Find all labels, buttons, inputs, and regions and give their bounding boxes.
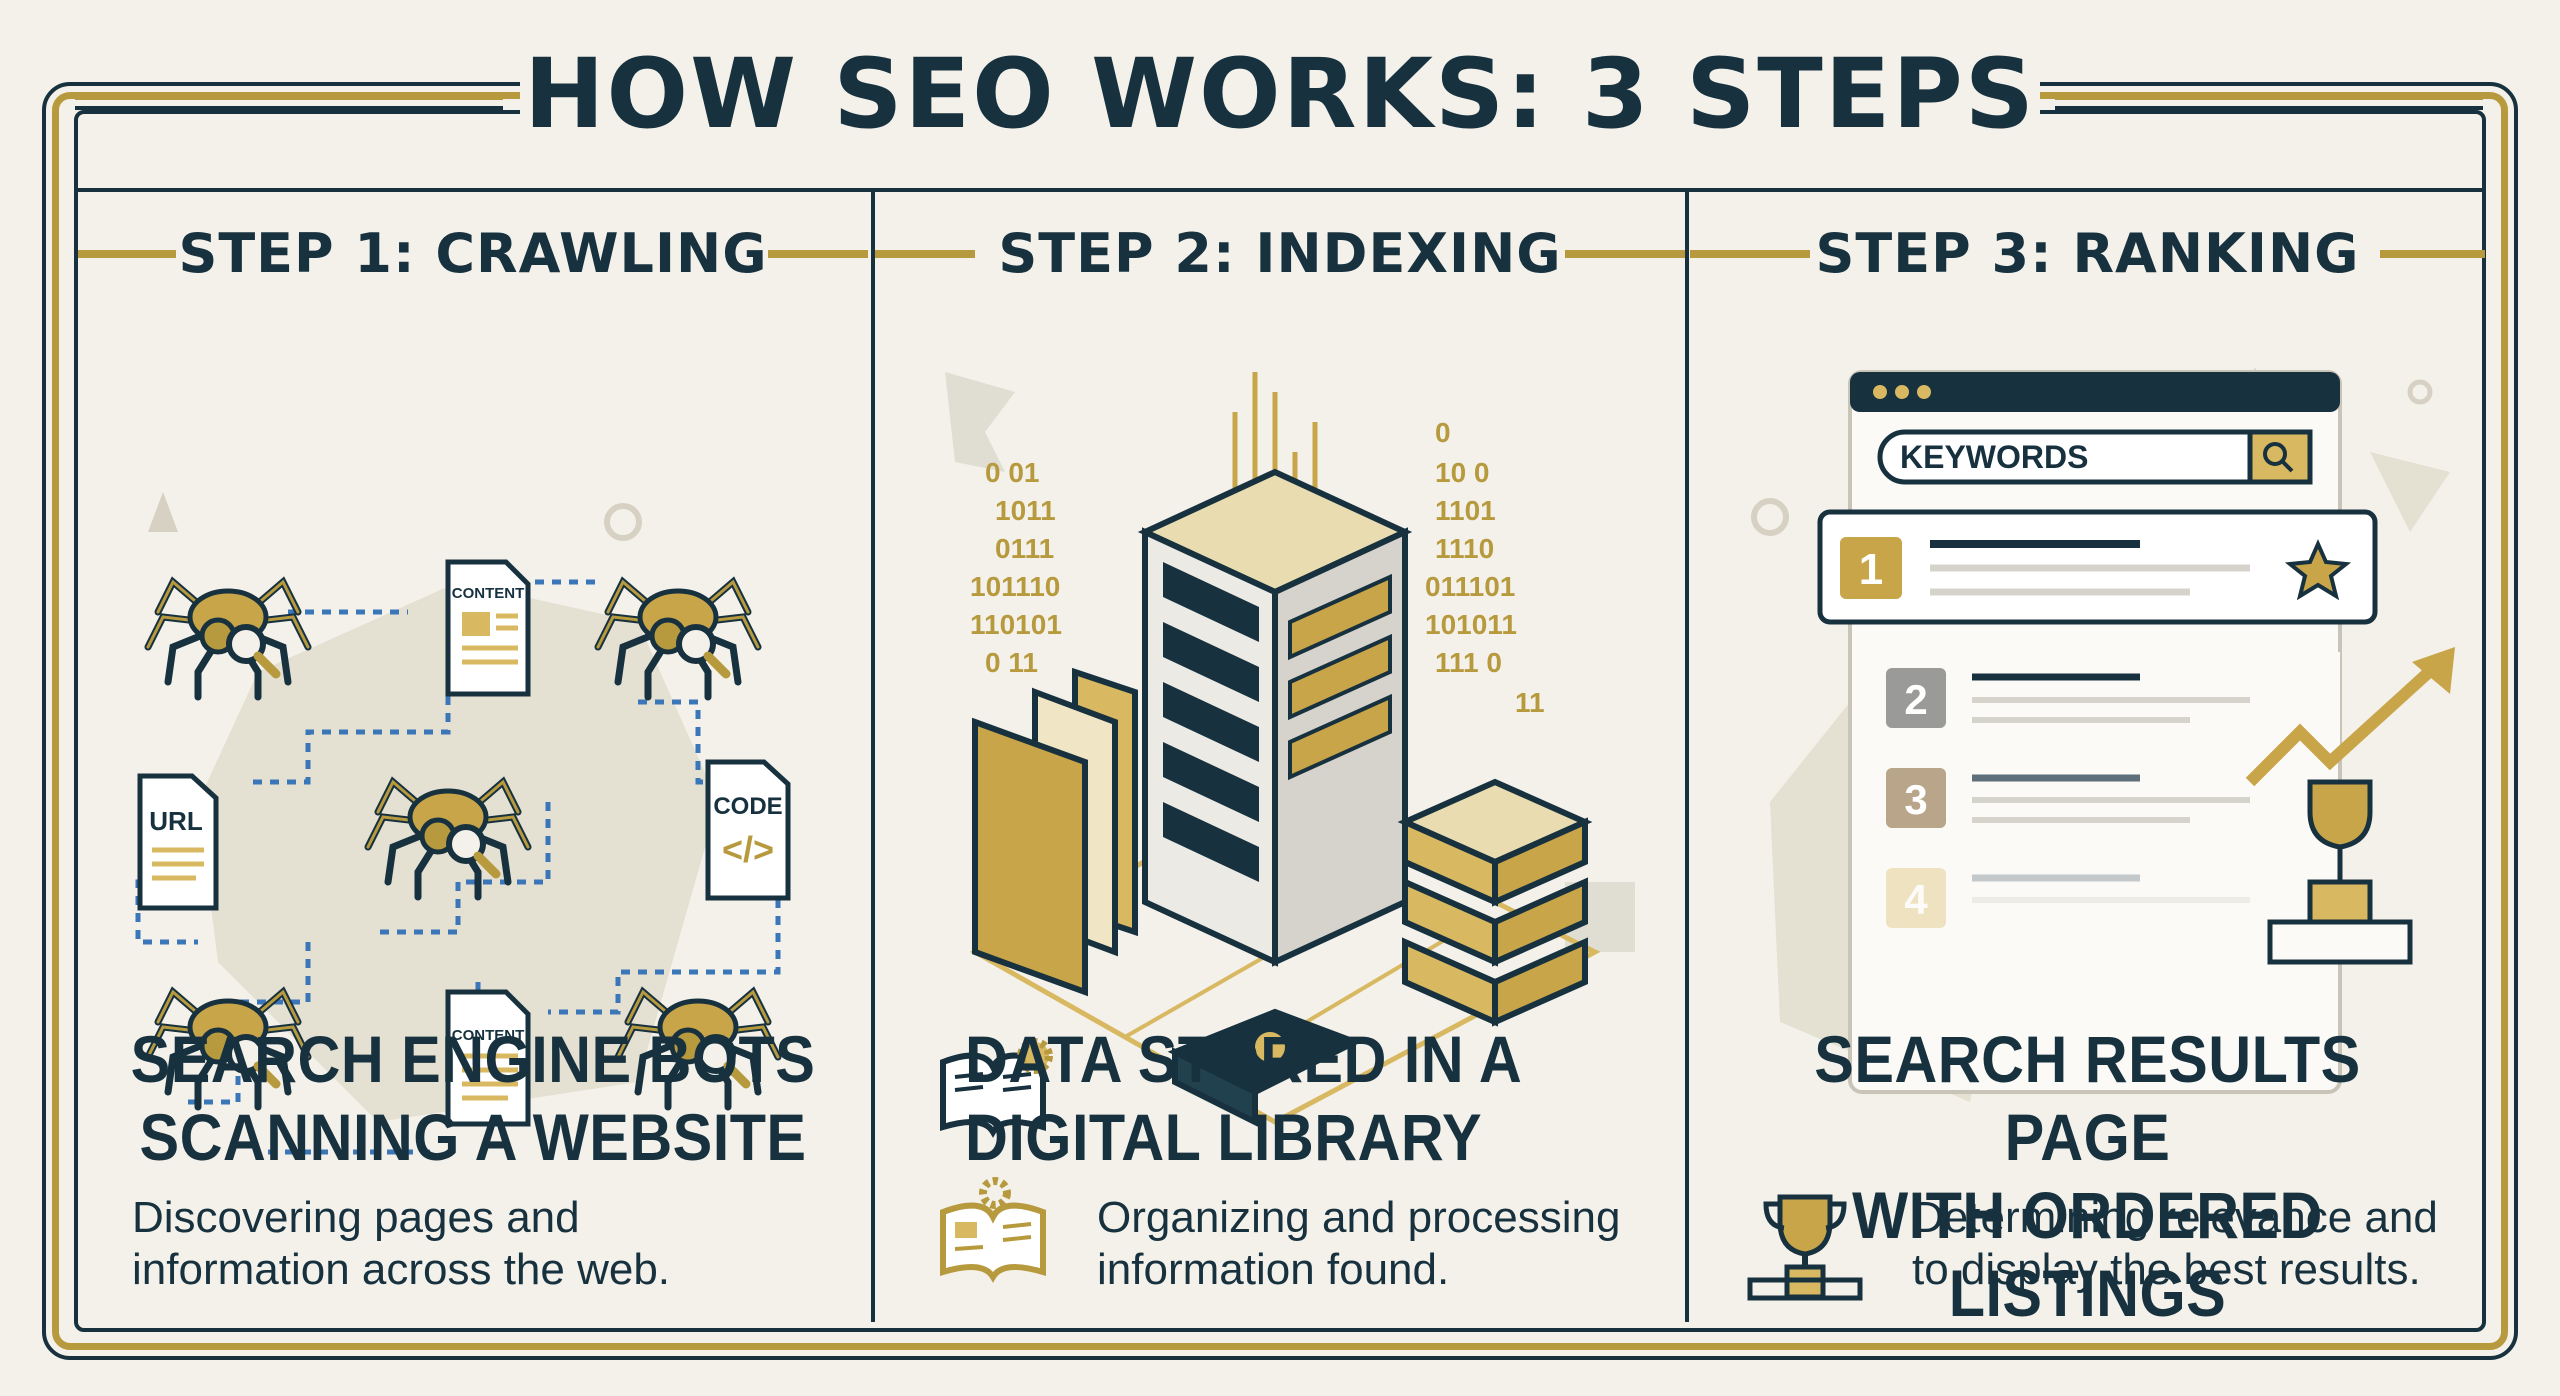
indexing-illustration: 0 01 1011 0111 101110 110101 0 11 0 10 0… <box>945 372 1635 1127</box>
step-rule <box>875 250 975 258</box>
header-divider <box>78 188 2483 192</box>
svg-text:101011: 101011 <box>1425 609 1517 640</box>
step-1-description: Discovering pages and information across… <box>132 1193 671 1294</box>
svg-text:110101: 110101 <box>970 609 1062 640</box>
result-2: 2 <box>1880 652 2340 752</box>
step-rule <box>2380 250 2485 258</box>
svg-text:1011: 1011 <box>995 495 1056 526</box>
step-3-caption: SEARCH RESULTS PAGE WITH ORDERED LISTING… <box>1814 1022 2361 1330</box>
step-3-description: Determining relevance and to display the… <box>1912 1193 2438 1294</box>
hard-drive-icon <box>1167 778 1593 1127</box>
title-rule-left <box>75 92 503 110</box>
title-rule-right <box>2055 92 2483 110</box>
star-icon <box>2284 539 2352 601</box>
rank-number: 2 <box>1904 676 1927 723</box>
result-1: 1 <box>1817 509 2378 625</box>
page-title: HOW SEO WORKS: 3 STEPS <box>524 38 2036 150</box>
document-icon: CONTENT <box>445 989 531 1127</box>
svg-text:11: 11 <box>1515 687 1545 718</box>
step-2-panel: STEP 2: INDEXING 0 01 1011 0111 101110 1… <box>875 192 1685 1322</box>
step-2-description: Organizing and processing information fo… <box>1097 1193 1621 1294</box>
doc-label-content: CONTENT <box>452 585 525 602</box>
book-gear-icon <box>940 1038 1053 1138</box>
column-divider-1 <box>871 192 875 1322</box>
step-2-heading: STEP 2: INDEXING <box>998 222 1562 285</box>
title-backdrop <box>520 30 2040 160</box>
step-3-heading: STEP 3: RANKING <box>1815 222 2360 285</box>
book-gear-icon <box>940 1177 1046 1283</box>
step-1-heading: STEP 1: CRAWLING <box>178 222 768 285</box>
step-rule <box>78 250 176 258</box>
ranking-illustration: KEYWORDS 1 2 3 <box>1751 367 2455 1102</box>
document-icon: CODE </> <box>705 759 791 901</box>
rank-number: 4 <box>1904 876 1928 923</box>
svg-text:0: 0 <box>1435 417 1451 448</box>
binary-left: 0 01 1011 0111 101110 110101 0 11 <box>970 457 1062 678</box>
trophy-icon <box>1747 1194 1863 1301</box>
column-divider-2 <box>1685 192 1689 1322</box>
result-4: 4 <box>1886 868 2250 928</box>
step-3-panel: STEP 3: RANKING KEYWORDS 1 <box>1690 192 2485 1330</box>
rank-number: 1 <box>1859 545 1883 594</box>
svg-text:111 0: 111 0 <box>1435 647 1502 678</box>
svg-text:0111: 0111 <box>995 533 1054 564</box>
svg-text:1110: 1110 <box>1435 533 1494 564</box>
document-icon: URL <box>137 773 219 911</box>
step-rule <box>1690 250 1810 258</box>
trend-arrow-icon <box>2245 657 2445 787</box>
svg-text:011101: 011101 <box>1425 571 1515 602</box>
result-3: 3 <box>1886 768 2250 828</box>
step-2-caption: DATA STORED IN A DIGITAL LIBRARY <box>965 1022 1523 1174</box>
folder-icon <box>972 667 1138 997</box>
svg-text:10 0: 10 0 <box>1435 457 1490 488</box>
doc-label-code: CODE <box>713 793 782 820</box>
svg-text:0 01: 0 01 <box>985 457 1040 488</box>
step-rule <box>768 250 868 258</box>
doc-label-content: CONTENT <box>452 1027 525 1044</box>
rank-number: 3 <box>1904 776 1927 823</box>
document-icon: CONTENT <box>445 559 531 697</box>
crawling-illustration: CONTENT URL CODE </> CONTENT <box>135 492 791 1155</box>
step-1-panel: STEP 1: CRAWLING CONTENT URL <box>78 192 868 1322</box>
search-input-text: KEYWORDS <box>1900 439 2088 475</box>
svg-text:101110: 101110 <box>970 571 1060 602</box>
svg-text:1101: 1101 <box>1435 495 1496 526</box>
binary-right: 0 10 0 1101 1110 011101 101011 111 0 11 <box>1425 417 1545 718</box>
doc-label-url: URL <box>149 806 203 836</box>
svg-text:</>: </> <box>722 829 774 870</box>
step-1-caption: SEARCH ENGINE BOTS SCANNING A WEBSITE <box>130 1022 816 1174</box>
svg-text:0 11: 0 11 <box>985 647 1038 678</box>
step-rule <box>1565 250 1685 258</box>
server-icon <box>1137 468 1413 967</box>
trophy-icon <box>2267 779 2413 965</box>
